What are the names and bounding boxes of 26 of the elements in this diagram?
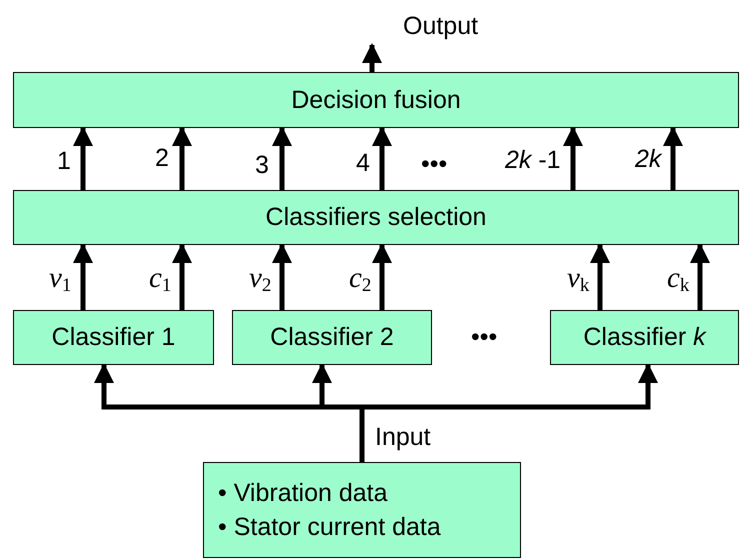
classifier-box — [550, 310, 739, 365]
arrow — [362, 43, 382, 72]
arrow — [372, 126, 392, 190]
box-label: Decision fusion — [291, 86, 461, 114]
arrow — [172, 126, 192, 190]
bullet-item: • Stator current data — [218, 512, 441, 543]
arrow — [663, 126, 683, 190]
classifier-box — [232, 310, 432, 365]
box-label: Classifier 2 — [270, 323, 394, 352]
arrow — [690, 243, 710, 310]
arrow — [272, 126, 292, 190]
box-label: Classifiers selection — [266, 203, 486, 232]
arrow — [563, 126, 583, 190]
classifier-box — [13, 310, 214, 365]
fusion-box — [13, 72, 739, 128]
arrow — [372, 243, 392, 310]
arrow — [73, 243, 93, 310]
selection-box — [13, 190, 739, 245]
box-label: Classifier 1 — [52, 323, 176, 352]
bullet-item: • Vibration data — [218, 478, 389, 509]
arrow — [272, 243, 292, 310]
box-label: Classifier k — [583, 323, 706, 352]
arrow — [590, 243, 610, 310]
arrow — [172, 243, 192, 310]
arrow — [73, 126, 93, 190]
input-data-box — [203, 462, 521, 558]
